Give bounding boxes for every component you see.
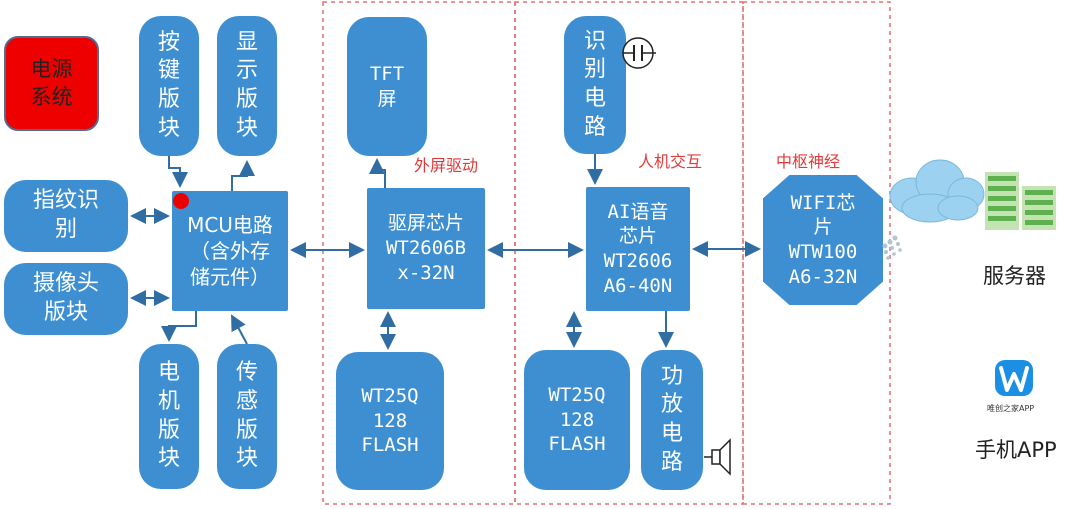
key-board-block: 按 键 版 块	[139, 16, 199, 156]
arrow-sensor-to-mcu	[231, 314, 248, 345]
sensor-board-block: 传 感 版 块	[217, 344, 277, 489]
flash-memory-2-block: WT25Q 128 FLASH	[524, 350, 630, 490]
power-system-block: 电源 系统	[4, 36, 99, 131]
app-logo-caption: 唯创之家APP	[987, 404, 1035, 413]
flash-memory-1-block: WT25Q 128 FLASH	[336, 352, 444, 490]
app-logo-icon	[995, 360, 1033, 396]
server-label: 服务器	[983, 264, 1046, 288]
amplifier-circuit-block: 功 放 电 路	[641, 350, 703, 490]
hmi-section-label: 人机交互	[638, 152, 703, 171]
display-board-block: 显 示 版 块	[217, 16, 277, 156]
ai-voice-chip-block: AI语音 芯片 WT2606 A6-40N	[586, 187, 690, 311]
hub-section-border	[742, 1, 891, 505]
screen-driver-chip-block: 驱屏芯片 WT2606B x-32N	[367, 188, 485, 309]
wifi-chip-block: WIFI芯 片 WTW100 A6-32N	[763, 175, 883, 305]
phone-app-label: 手机APP	[975, 438, 1057, 462]
arrow-mcu-to-display	[231, 160, 255, 191]
cloud-icon	[889, 159, 985, 223]
motor-board-block: 电 机 版 块	[139, 344, 199, 489]
tft-screen-block: TFT 屏	[347, 17, 427, 156]
fingerprint-block: 指纹识 别	[4, 180, 128, 252]
mcu-indicator-dot	[173, 193, 189, 209]
microphone-icon	[622, 37, 656, 69]
wifi-signal-icon	[882, 235, 902, 260]
arrow-driver-to-tft	[369, 158, 386, 188]
hub-section-label: 中枢神经	[776, 152, 841, 171]
mcu-block: MCU电路 （含外存 储元件）	[172, 191, 288, 311]
camera-board-block: 摄像头 版块	[4, 263, 128, 335]
speaker-icon	[704, 438, 731, 476]
arrow-mcu-to-motor	[161, 311, 197, 342]
recognition-circuit-block: 识 别 电 路	[564, 16, 626, 154]
connector-lines	[130, 154, 761, 350]
arrow-keys-to-mcu	[168, 156, 188, 188]
server-icon	[985, 172, 1056, 230]
screen-section-label: 外屏驱动	[414, 156, 479, 175]
